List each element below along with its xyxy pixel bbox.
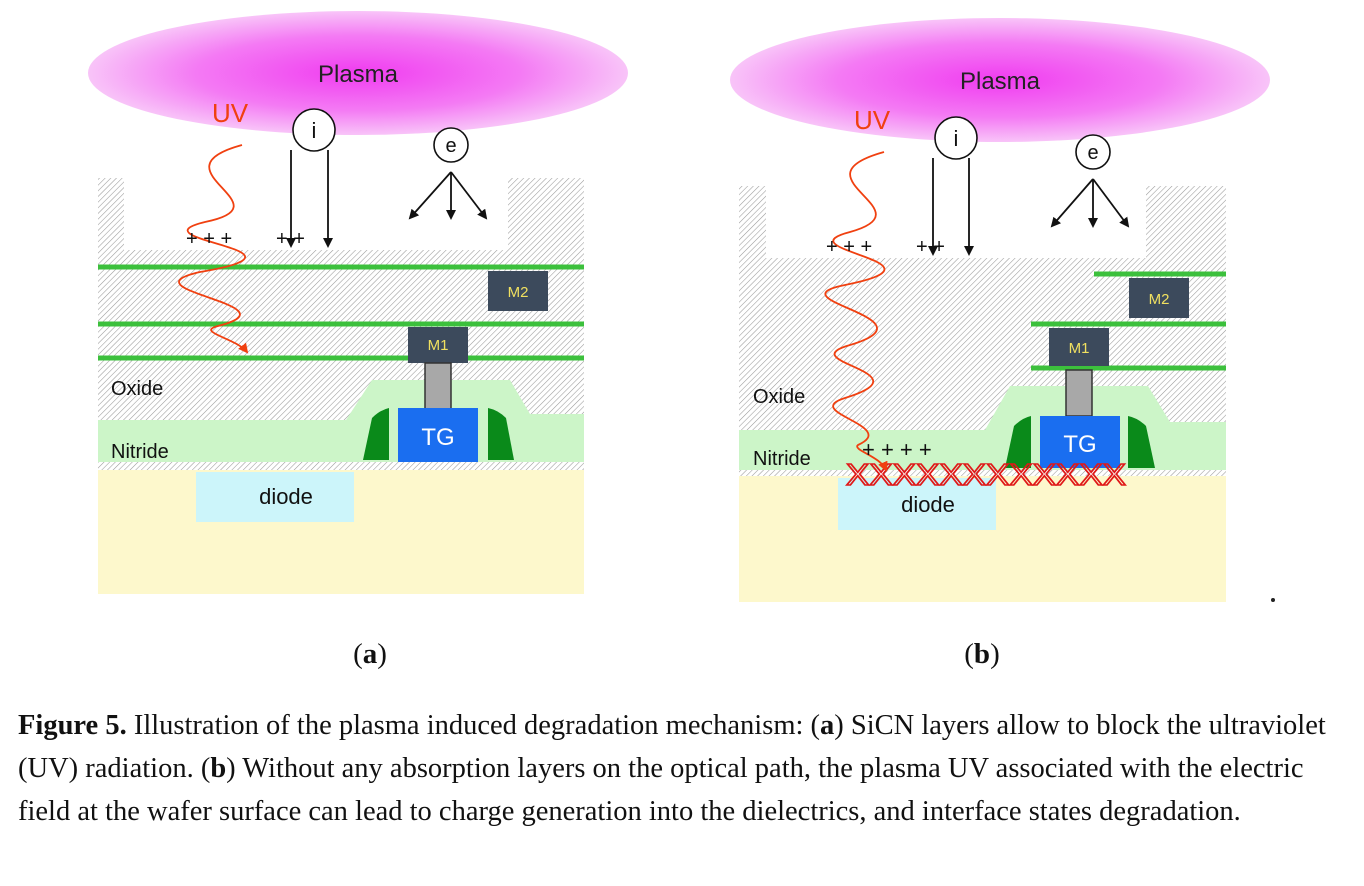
spacer-left-b — [1005, 416, 1031, 468]
spacer-right-b — [1128, 416, 1155, 468]
via-b — [1065, 369, 1093, 417]
plus-marks-right-a: + + — [276, 228, 305, 250]
ion-label-a: i — [312, 118, 317, 143]
electron-arrow-a1 — [408, 171, 452, 220]
oxide-label-a: Oxide — [111, 378, 163, 400]
spacer-right-a — [488, 408, 514, 460]
caption-a-letter: a — [820, 710, 835, 741]
tg-label-b: TG — [1063, 431, 1096, 458]
interface-defects-b: XXXXXXXXXXXX — [846, 457, 1126, 492]
panel-letter-b: b — [973, 638, 991, 670]
figure-5-diagram: M2 M1 TG Oxide Nitride diode Plasma UV i… — [88, 11, 1270, 602]
electron-arrow-b3 — [1092, 178, 1130, 228]
nitride-label-b: Nitride — [753, 448, 811, 470]
diode-label-a: diode — [259, 484, 313, 509]
electron-label-a: e — [445, 135, 456, 157]
m2-block-b — [1129, 278, 1189, 318]
plus-marks-nitride-b: + + + + — [862, 437, 932, 462]
plus-marks-left-b: + + + — [826, 236, 872, 258]
via-a — [424, 362, 452, 410]
plus-marks-right-b: + + — [916, 236, 945, 258]
m1-block-b — [1049, 328, 1109, 366]
panel-letter-a: a — [362, 638, 378, 670]
panel-label-b: (b) — [964, 638, 1000, 670]
caption-label: Figure 5. — [18, 710, 127, 741]
m1-label-b: M1 — [1069, 340, 1090, 357]
electron-circle-a — [433, 127, 469, 163]
diode-b — [838, 478, 996, 530]
uv-wave-b — [824, 151, 888, 472]
plasma-cloud-b — [730, 18, 1270, 142]
m2-label-b: M2 — [1149, 291, 1170, 308]
electron-arrow-a3 — [450, 171, 488, 220]
caption-text-2: ) SiCN layers allow to block the ultravi… — [18, 710, 1326, 784]
tg-label-a: TG — [421, 424, 454, 451]
figure-caption: Figure 5. Illustration of the plasma ind… — [18, 704, 1354, 833]
electron-circle-b — [1075, 134, 1111, 170]
caption-b-letter: b — [210, 753, 227, 784]
nitride-label-a: Nitride — [111, 441, 169, 463]
m2-label-a: M2 — [508, 284, 529, 301]
m1-block-a — [408, 327, 468, 363]
diode-label-b: diode — [901, 492, 955, 517]
plasma-cloud-a — [88, 11, 628, 135]
uv-label-a: UV — [212, 98, 249, 128]
electron-arrow-b1 — [1050, 178, 1094, 228]
caption-text-1: Illustration of the plasma induced degra… — [126, 710, 821, 741]
spacer-left-a — [363, 408, 389, 460]
plasma-label-b: Plasma — [960, 68, 1041, 95]
panel-a: M2 M1 TG Oxide Nitride diode Plasma UV i… — [88, 11, 628, 594]
plus-marks-left-a: + + + — [186, 228, 232, 250]
panel-label-a: (a) — [353, 638, 387, 670]
caption-text-3: ) Without any absorption layers on the o… — [18, 753, 1304, 827]
tg-gate-a — [398, 408, 478, 462]
ion-circle-a — [292, 108, 336, 152]
tg-gate-b — [1040, 416, 1120, 468]
ion-circle-b — [934, 116, 978, 160]
m2-block-a — [488, 271, 548, 311]
stray-dot — [1271, 598, 1275, 602]
oxide-label-b: Oxide — [753, 386, 805, 408]
panel-b: M2 M1 TG XXXXXXXXXXXX Oxide Nitride diod… — [730, 18, 1270, 602]
uv-label-b: UV — [854, 105, 891, 135]
uv-wave-a — [178, 144, 249, 354]
m1-label-a: M1 — [428, 337, 449, 354]
ion-label-b: i — [954, 126, 959, 151]
diode-a — [196, 472, 354, 522]
plasma-label-a: Plasma — [318, 61, 399, 88]
electron-label-b: e — [1087, 142, 1098, 164]
